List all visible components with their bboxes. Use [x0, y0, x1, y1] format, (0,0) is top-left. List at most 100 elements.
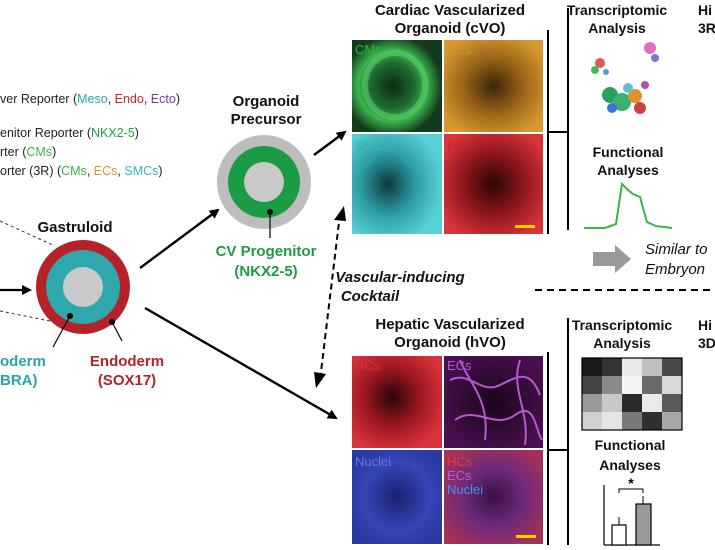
- legend-line-progenitor: enitor Reporter (NKX2-5): [0, 126, 139, 140]
- heatmap-cell: [602, 358, 622, 376]
- heatmap-cell: [642, 394, 662, 412]
- bar-treatment: [635, 503, 652, 546]
- heatmap-cell: [662, 376, 682, 394]
- organoid-precursor: Organoid Precursor CV Progenitor (NKX2-5…: [216, 93, 317, 280]
- bracket-top-left: [547, 30, 568, 133]
- hvo-merge-label-ecs: ECs: [447, 468, 472, 483]
- heatmap-cell: [582, 358, 602, 376]
- endoderm-marker: (SOX17): [98, 372, 156, 389]
- heatmap-border: [581, 357, 683, 431]
- heatmap-cell: [642, 412, 662, 430]
- heatmap-cell: [602, 394, 622, 412]
- top-cut-label-2: 3R: [698, 20, 715, 36]
- heatmap-cell: [602, 412, 622, 430]
- precursor-title-line2: Precursor: [231, 111, 302, 128]
- heatmap-cell: [622, 394, 642, 412]
- heatmap-cell: [622, 358, 642, 376]
- bottom-transcriptomic-line1: Transcriptomic: [572, 317, 673, 333]
- progenitor-marker: (NKX2-5): [234, 263, 297, 280]
- cvo-label-smcs: SMCs: [355, 138, 391, 153]
- cvo-block: Cardiac Vascularized Organoid (cVO) CMs …: [352, 2, 543, 234]
- legend-line-cm: rter (CMs): [0, 145, 56, 159]
- precursor-title-line1: Organoid: [233, 93, 300, 110]
- significance-star: *: [628, 475, 634, 491]
- top-functional-line1: Functional: [593, 144, 664, 160]
- cvo-title-line2: Organoid (cVO): [395, 20, 506, 37]
- hvo-label-nuclei: Nuclei: [355, 454, 391, 469]
- bottom-cut-label-2: 3D: [698, 335, 715, 351]
- action-potential-trace: [584, 181, 673, 229]
- bottom-functional-line1: Functional: [595, 437, 666, 453]
- hvo-panel-merge: [444, 450, 543, 544]
- hvo-label-hcs: HCs: [355, 358, 381, 373]
- significance-bracket: [618, 488, 644, 493]
- progenitor-label: CV Progenitor: [216, 243, 317, 260]
- cocktail-line2: Cocktail: [341, 288, 400, 305]
- arrow-to-hvo: [144, 306, 338, 420]
- hvo-title-line2: Organoid (hVO): [394, 334, 506, 351]
- endoderm-pointer-line: [111, 321, 123, 342]
- cvo-panel-smcs: [352, 134, 442, 234]
- analyses-top: Transcriptomic Analysis Hi 3R Functional…: [547, 2, 715, 234]
- bottom-transcriptomic-line2: Analysis: [593, 335, 651, 351]
- mesoderm-marker: BRA): [0, 372, 38, 389]
- cm-ring-texture: [362, 50, 428, 120]
- bar-control: [611, 524, 627, 546]
- top-transcriptomic-line2: Analysis: [588, 20, 646, 36]
- cvo-panel-pcs: [444, 134, 543, 234]
- heatmap-cell: [582, 376, 602, 394]
- cvo-panel-ecs: [444, 40, 543, 132]
- arrow-to-cvo: [313, 130, 347, 156]
- bracket-bottom-left: [547, 352, 568, 451]
- cvo-label-pcs: PCs: [447, 138, 472, 153]
- top-functional-line2: Analyses: [597, 162, 659, 178]
- legend-line-germ-layer: ver Reporter (Meso, Endo, Ecto): [0, 92, 180, 106]
- cocktail-label: Vascular-inducing Cocktail: [335, 269, 464, 305]
- bar-plot: *: [603, 475, 660, 546]
- top-cut-label-1: Hi: [698, 2, 712, 18]
- hvo-merge-label-nuclei: Nuclei: [447, 482, 483, 497]
- heatmap-cell: [602, 376, 622, 394]
- similar-line2: Embryon: [645, 261, 705, 278]
- heatmap-cell: [582, 412, 602, 430]
- heatmap-cell: [622, 376, 642, 394]
- gastruloid: Gastruloid oderm BRA) Endoderm (SOX17): [0, 219, 164, 389]
- cocktail-dashed-arrow: [314, 206, 346, 388]
- mesoderm-label: oderm: [0, 353, 46, 370]
- zoom-line-top: [0, 220, 56, 247]
- ec-network-texture: [449, 359, 543, 446]
- endoderm-label: Endoderm: [90, 353, 164, 370]
- hvo-panel-nuclei: [352, 450, 442, 544]
- hvo-panel-hcs: [352, 356, 442, 448]
- hvo-block: Hepatic Vascularized Organoid (hVO) HCs …: [352, 316, 543, 544]
- cvo-scale-bar: [515, 225, 535, 228]
- heatmap-cell: [642, 358, 662, 376]
- heatmap-cell: [662, 394, 682, 412]
- cocktail-line1: Vascular-inducing: [335, 269, 464, 286]
- bottom-cut-label-1: Hi: [698, 317, 712, 333]
- similar-gray-arrow: [593, 245, 631, 273]
- arrow-to-precursor: [139, 208, 220, 269]
- cvo-label-ecs: ECs: [447, 42, 472, 57]
- heatmap-cell: [622, 412, 642, 430]
- gastruloid-title: Gastruloid: [37, 219, 112, 236]
- reporter-legend: ver Reporter (Meso, Endo, Ecto) enitor R…: [0, 92, 180, 178]
- gastruloid-core: [63, 267, 103, 307]
- bottom-functional-line2: Analyses: [599, 457, 661, 473]
- analyses-bottom: Transcriptomic Analysis Hi 3D Functional…: [547, 317, 715, 546]
- hvo-title-line1: Hepatic Vascularized: [375, 316, 524, 333]
- top-transcriptomic-line1: Transcriptomic: [567, 2, 668, 18]
- mesoderm-pointer-line: [52, 315, 71, 348]
- hvo-label-ecs: ECs: [447, 358, 472, 373]
- hvo-scale-bar: [516, 535, 536, 538]
- heatmap-cell: [642, 376, 662, 394]
- umap-plot: [591, 42, 659, 114]
- similar-line1: Similar to: [645, 241, 708, 258]
- heatmap-cell: [662, 412, 682, 430]
- heatmap: [581, 357, 683, 431]
- heatmap-cell: [582, 394, 602, 412]
- heatmap-cell: [662, 358, 682, 376]
- legend-line-3r: orter (3R) (CMs, ECs, SMCs): [0, 164, 163, 178]
- cvo-title-line1: Cardiac Vascularized: [375, 2, 525, 19]
